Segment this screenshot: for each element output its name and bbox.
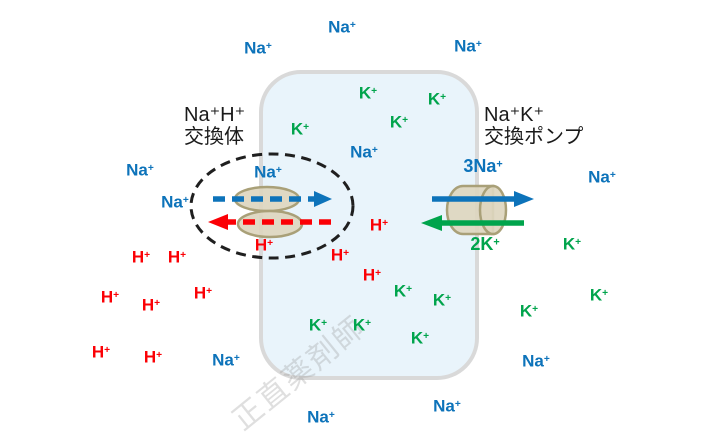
ion-na: 3Na+ — [463, 156, 503, 176]
exchanger-label-line2: 交換体 — [184, 126, 244, 148]
exchanger-boundary — [189, 152, 355, 260]
ion-na: Na+ — [244, 38, 272, 58]
ion-na: Na+ — [588, 167, 616, 187]
pump-label-line1: Na⁺K⁺ — [484, 104, 545, 126]
ion-na: Na+ — [212, 350, 240, 370]
ion-k: K+ — [562, 234, 582, 254]
ion-h: H+ — [143, 347, 163, 367]
ion-h: H+ — [330, 245, 350, 265]
h-efflux-arrow — [208, 214, 331, 230]
ion-h: H+ — [141, 295, 161, 315]
ion-k: K+ — [589, 285, 609, 305]
ion-h: H+ — [193, 283, 213, 303]
ion-na: Na+ — [161, 192, 189, 212]
ion-h: H+ — [100, 287, 120, 307]
ion-h: H+ — [254, 235, 274, 255]
ion-na: Na+ — [328, 17, 356, 37]
ion-na: Na+ — [126, 160, 154, 180]
ion-na: Na+ — [433, 396, 461, 416]
ion-h: H+ — [167, 247, 187, 267]
ion-k: K+ — [389, 112, 409, 132]
ion-k: 2K+ — [470, 234, 500, 254]
ion-k: K+ — [290, 119, 310, 139]
pump-label-line2: 交換ポンプ — [484, 126, 584, 148]
exchanger-label-line1: Na⁺H⁺ — [184, 104, 246, 126]
ion-k: K+ — [432, 290, 452, 310]
ion-h: H+ — [362, 265, 382, 285]
pump-label: Na⁺K⁺ 交換ポンプ — [484, 104, 583, 148]
ion-k: K+ — [358, 83, 378, 103]
ion-k: K+ — [427, 89, 447, 109]
ion-h: H+ — [369, 215, 389, 235]
pump-k-arrow — [421, 215, 524, 231]
ion-h: H+ — [131, 247, 151, 267]
ion-na: Na+ — [307, 407, 335, 427]
ion-na: Na+ — [350, 142, 378, 162]
ion-k: K+ — [393, 281, 413, 301]
na-influx-arrow — [213, 191, 332, 207]
ion-k: K+ — [410, 328, 430, 348]
ion-h: H+ — [91, 342, 111, 362]
pump-na-arrow — [432, 191, 534, 207]
exchanger-label: Na⁺H⁺ 交換体 — [184, 104, 245, 148]
ion-na: Na+ — [454, 36, 482, 56]
ion-k: K+ — [519, 301, 539, 321]
ion-k: K+ — [352, 315, 372, 335]
ion-k: K+ — [308, 315, 328, 335]
ion-na: Na+ — [254, 162, 282, 182]
ion-na: Na+ — [522, 351, 550, 371]
